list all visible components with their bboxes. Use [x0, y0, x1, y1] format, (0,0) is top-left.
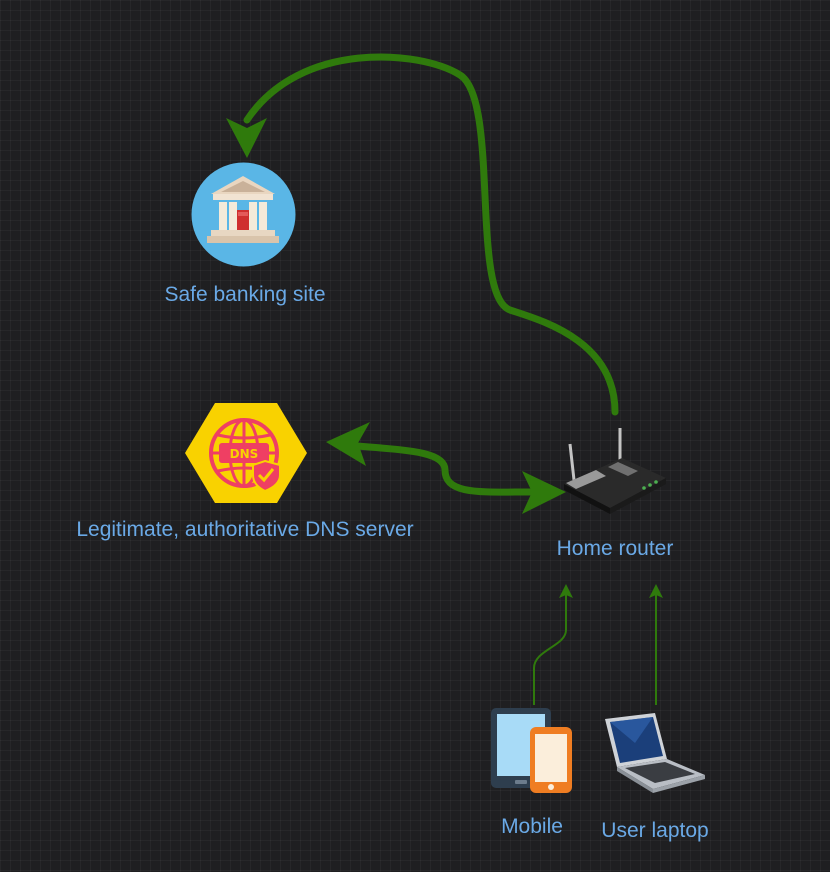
arrowhead-dns [326, 422, 370, 466]
node-dns-label: Legitimate, authoritative DNS server [76, 518, 414, 541]
arrowhead-mobile [559, 584, 573, 598]
arrowhead-router-left [522, 471, 566, 514]
node-mobile[interactable] [490, 707, 576, 793]
edge-mobile-to-router[interactable] [533, 584, 573, 705]
node-bank-label: Safe banking site [164, 283, 326, 306]
arrowhead-laptop [649, 584, 663, 598]
laptop-icon [605, 713, 705, 793]
node-dns[interactable]: DNS [185, 403, 307, 503]
dns-icon-text: DNS [230, 447, 259, 461]
bank-building-icon [191, 162, 296, 267]
edge-router-to-bank[interactable] [226, 53, 619, 416]
node-bank[interactable] [191, 162, 296, 267]
dns-server-icon: DNS [185, 403, 307, 503]
edge-laptop-to-router[interactable] [649, 584, 663, 705]
node-router[interactable] [560, 428, 670, 518]
node-laptop[interactable] [603, 713, 707, 793]
node-router-label: Home router [556, 537, 674, 560]
node-laptop-label: User laptop [601, 819, 709, 842]
node-mobile-label: Mobile [501, 815, 563, 838]
arrowhead-bank [226, 118, 267, 158]
edge-router-dns[interactable] [326, 422, 566, 514]
wireless-router-icon [564, 428, 666, 514]
mobile-devices-icon [491, 708, 572, 793]
